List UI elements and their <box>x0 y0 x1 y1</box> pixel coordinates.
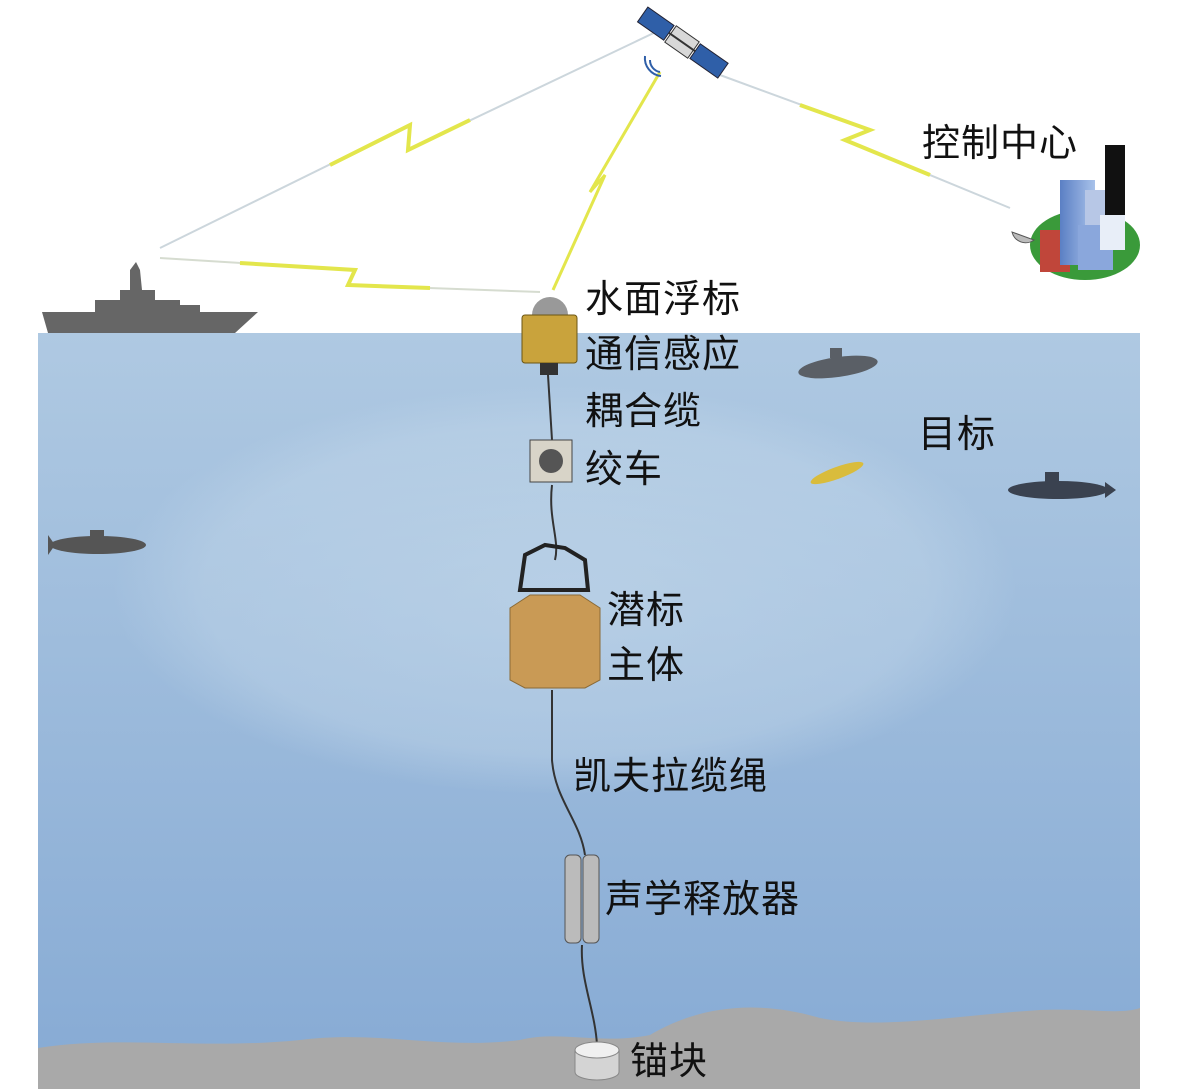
target-uuv-icon <box>810 461 864 485</box>
surface-buoy-icon <box>521 297 578 375</box>
cable <box>547 374 598 1046</box>
anchor-block-icon <box>574 1041 620 1081</box>
acoustic-release-icon <box>564 854 600 944</box>
control-center-icon <box>1011 145 1140 280</box>
target-submarine-icon <box>798 348 878 379</box>
label-target: 目标 <box>918 412 997 456</box>
warship-icon <box>42 262 258 333</box>
label-subsurface-buoy-2: 主体 <box>607 643 686 687</box>
satellite-icon <box>636 6 729 79</box>
label-kevlar-rope: 凯夫拉缆绳 <box>573 754 769 798</box>
winch-icon <box>529 439 573 483</box>
label-surface-buoy: 水面浮标 <box>585 277 742 321</box>
subsurface-buoy-icon <box>509 542 601 689</box>
submarine-icon <box>48 530 146 555</box>
label-comm-induction: 通信感应 <box>585 332 742 376</box>
label-subsurface-buoy-1: 潜标 <box>607 588 686 632</box>
label-winch: 绞车 <box>585 447 664 491</box>
communication-links <box>159 29 1011 293</box>
target-submarine-icon <box>1008 472 1116 499</box>
label-anchor: 锚块 <box>630 1039 709 1083</box>
satellite-dish-signal-icon <box>643 55 662 77</box>
label-acoustic-release: 声学释放器 <box>605 877 801 921</box>
label-control-center: 控制中心 <box>922 121 1079 165</box>
label-coupling-cable: 耦合缆 <box>585 389 703 433</box>
